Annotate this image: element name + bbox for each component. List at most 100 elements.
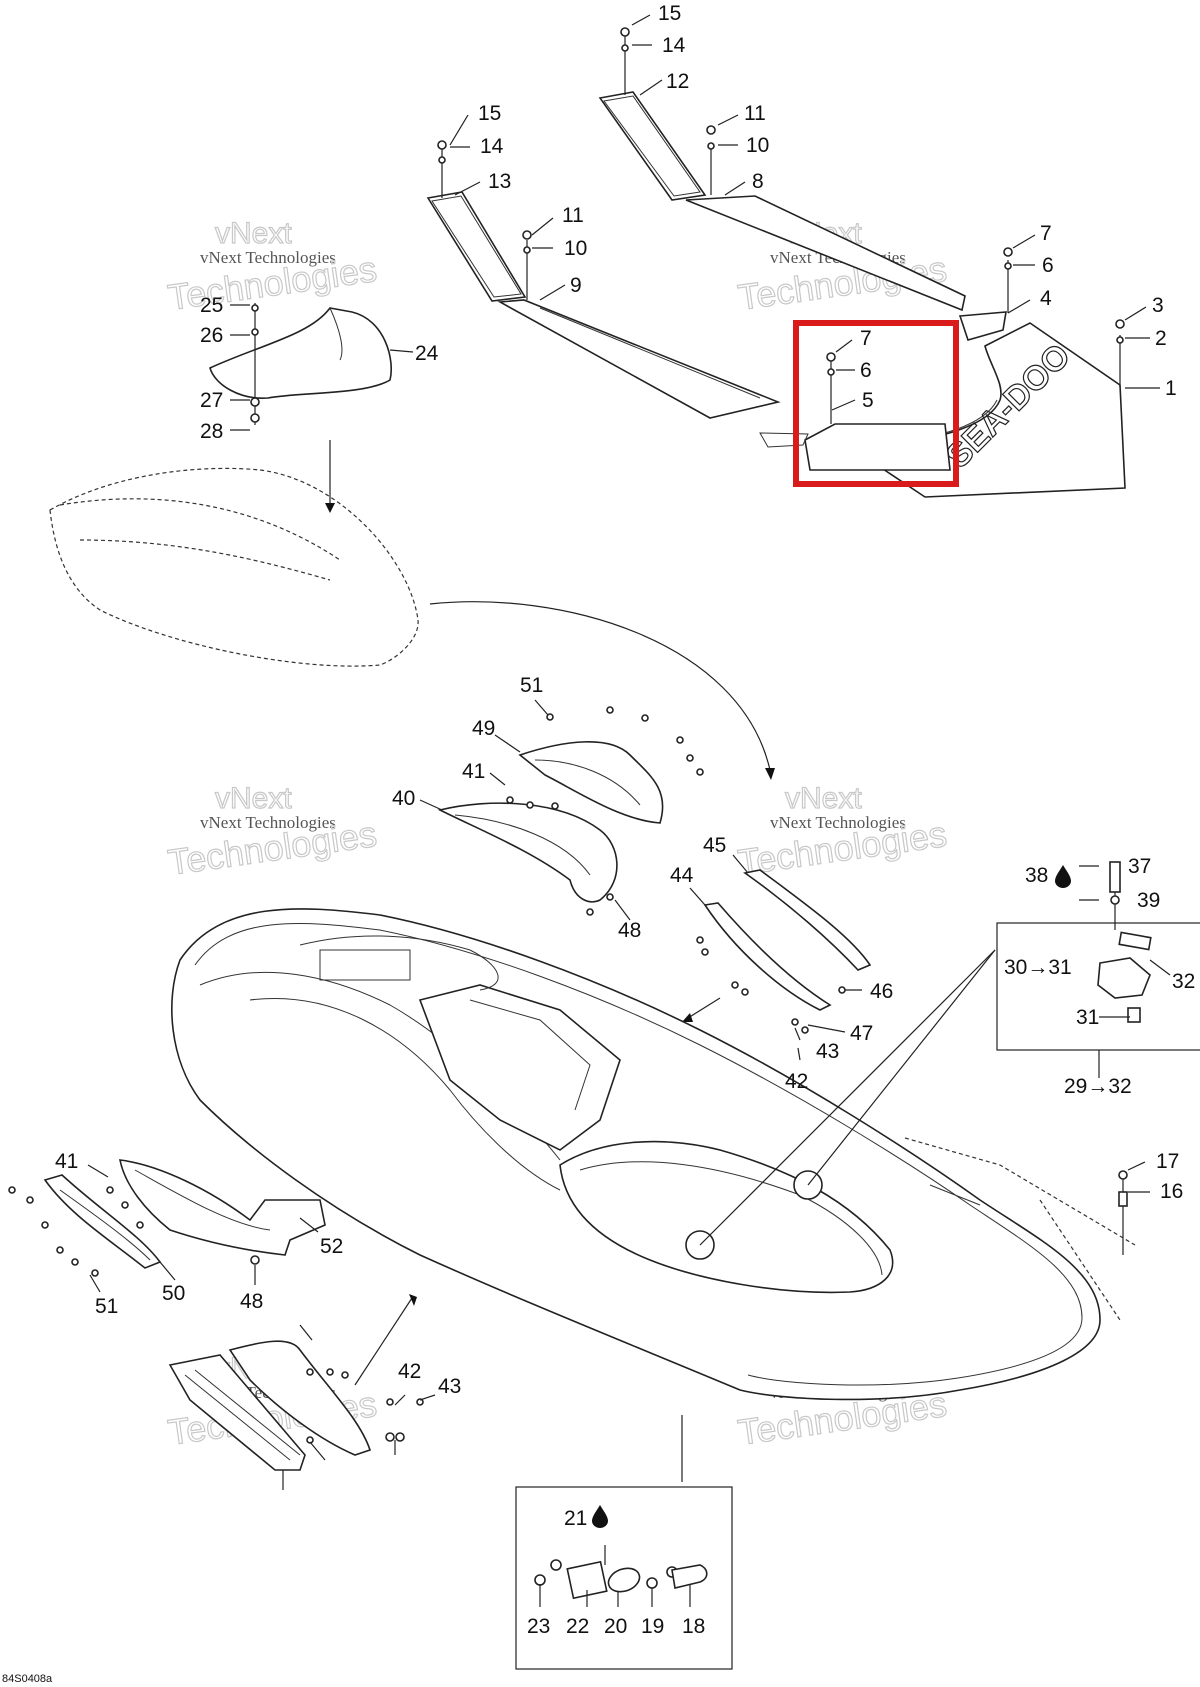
callout-47a: 51	[520, 674, 543, 697]
part-24-cover	[209, 307, 392, 399]
mat-panel-8	[685, 195, 966, 312]
callout-29-32: 29→32	[1064, 1075, 1132, 1098]
part-36-panel	[437, 802, 618, 903]
callout-20: 20	[604, 1615, 627, 1638]
reference-code: 84S0408a	[2, 1673, 53, 1685]
svg-text:vNext: vNext	[785, 782, 862, 815]
callout-19: 19	[641, 1615, 664, 1638]
callout-8: 8	[752, 170, 764, 193]
inset-box-29-32	[996, 922, 1200, 1051]
callout-10a: 10	[746, 134, 769, 157]
callout-labels: 15 14 12 15 14 13 11 10 8 11 10 9 7 6 4 …	[55, 2, 1195, 1638]
svg-text:vNext: vNext	[215, 217, 292, 250]
callout-15b: 15	[478, 102, 501, 125]
part-40-strip	[703, 902, 832, 1011]
callout-39a: 43	[816, 1040, 839, 1063]
part-18-bracket	[671, 1564, 708, 1589]
callout-27: 27	[200, 389, 223, 412]
drop-icon	[1055, 865, 1071, 888]
callout-24: 24	[415, 342, 439, 365]
hull-seat-well	[559, 1140, 894, 1294]
mat-panel-13	[426, 191, 527, 302]
part-20-gasket	[607, 1567, 641, 1593]
callout-4: 4	[1040, 287, 1052, 310]
drop-icon	[592, 1505, 608, 1528]
inset-box-18-23	[515, 1486, 733, 1670]
callout-30-31: 30→31	[1004, 956, 1072, 979]
callout-16: 16	[1160, 1180, 1183, 1203]
callout-40: 44	[670, 864, 694, 887]
leader-lines	[87, 14, 1171, 1565]
callout-17: 17	[1156, 1150, 1179, 1173]
callout-6a: 6	[1042, 254, 1054, 277]
callout-28: 28	[200, 420, 223, 443]
callout-10b: 10	[564, 237, 587, 260]
callout-31: 31	[1076, 1006, 1099, 1029]
callout-25: 25	[200, 294, 223, 317]
callout-43: 47	[850, 1022, 873, 1045]
callout-48: 52	[320, 1235, 343, 1258]
callout-13: 13	[488, 170, 511, 193]
watermark-mid-right: vNext vNext Technologies Technologies	[735, 781, 950, 883]
callout-6b: 6	[860, 359, 872, 382]
callout-23: 23	[527, 1615, 550, 1638]
mat-panel-12	[598, 91, 707, 201]
part-49-panel	[228, 1340, 372, 1456]
fasteners-lower-left	[8, 1186, 260, 1277]
callout-2: 2	[1155, 327, 1167, 350]
mat-panel-5	[804, 423, 951, 471]
callout-32: 32	[1172, 970, 1195, 993]
hull-console	[418, 984, 621, 1151]
latch-30-31	[1097, 957, 1151, 999]
fasteners-lower-mid	[306, 1368, 424, 1444]
fasteners-24	[250, 303, 260, 425]
part-48-panel	[118, 1159, 326, 1256]
callout-1: 1	[1165, 377, 1177, 400]
callout-42: 46	[870, 980, 893, 1003]
callout-37a: 41	[462, 760, 485, 783]
svg-text:vNext Technologies: vNext Technologies	[770, 813, 906, 832]
callout-18: 18	[682, 1615, 705, 1638]
part-41-strip	[743, 869, 872, 971]
callout-44a: 48	[618, 919, 641, 942]
callout-15a: 15	[658, 2, 681, 25]
mat-panel-9	[497, 299, 781, 419]
callout-38b: 42	[398, 1360, 421, 1383]
part-45-panel	[518, 741, 664, 824]
callout-3: 3	[1152, 294, 1164, 317]
callout-14b: 14	[480, 135, 504, 158]
callout-14a: 14	[662, 34, 686, 57]
callout-33: 37	[1128, 855, 1151, 878]
callout-41: 45	[703, 834, 726, 857]
callout-9: 9	[570, 274, 582, 297]
callout-46: 50	[162, 1282, 185, 1305]
callout-35: 39	[1137, 889, 1160, 912]
callout-7a: 7	[1040, 222, 1052, 245]
callout-36: 40	[392, 787, 415, 810]
mat-panel-4	[958, 311, 1007, 341]
callout-45: 49	[472, 717, 495, 740]
callout-5: 5	[862, 389, 874, 412]
watermark-top-left: vNext vNext Technologies Technologies	[165, 216, 380, 318]
svg-text:vNext: vNext	[215, 782, 292, 815]
svg-text:vNext Technologies: vNext Technologies	[200, 813, 336, 832]
seat-outline-dashed	[49, 467, 419, 667]
callout-11b: 11	[562, 204, 584, 227]
callout-21: 21	[564, 1507, 587, 1530]
callout-26: 26	[200, 324, 223, 347]
callout-11a: 11	[744, 102, 766, 125]
callout-47b: 51	[95, 1295, 118, 1318]
callout-7b: 7	[860, 327, 872, 350]
callout-44b: 48	[240, 1290, 263, 1313]
callout-38a: 42	[785, 1070, 808, 1093]
svg-text:vNext Technologies: vNext Technologies	[200, 248, 336, 267]
fasteners-mid	[506, 706, 846, 1034]
fasteners-top	[437, 27, 1125, 424]
callout-39b: 43	[438, 1375, 461, 1398]
callout-37b: 41	[55, 1150, 78, 1173]
callout-34: 38	[1025, 864, 1048, 887]
callout-22: 22	[566, 1615, 589, 1638]
part-22-plate	[566, 1560, 608, 1600]
callout-12: 12	[666, 70, 689, 93]
